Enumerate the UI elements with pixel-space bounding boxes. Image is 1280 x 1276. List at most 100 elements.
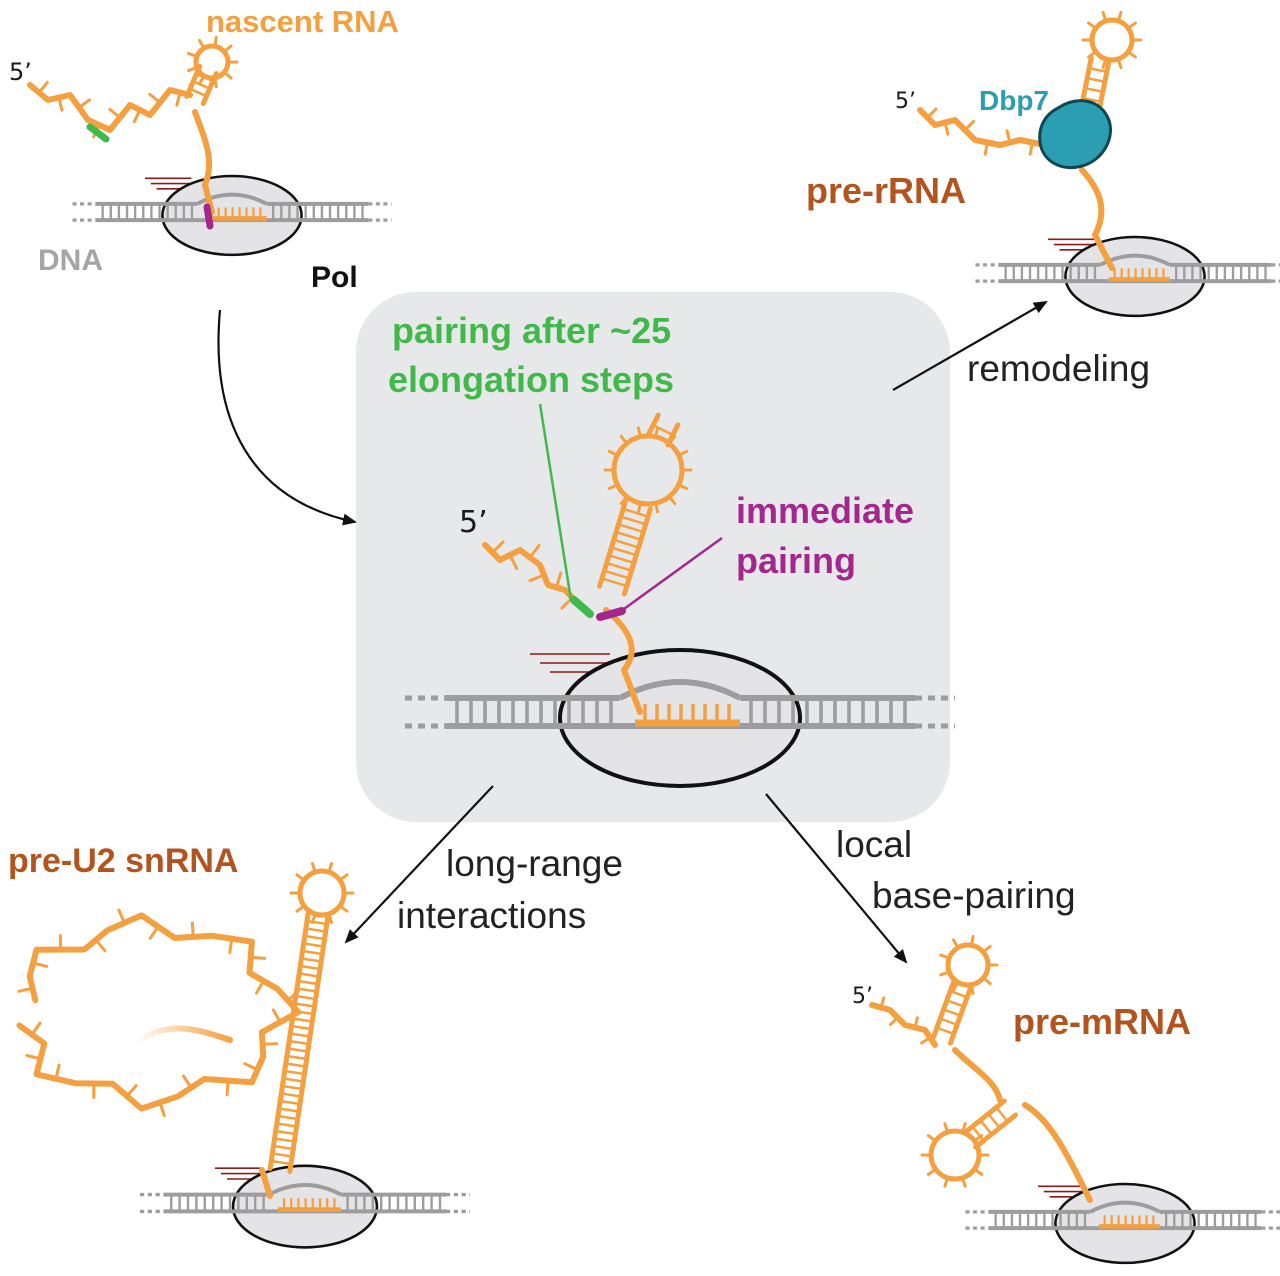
loop-tick [187,65,199,73]
rna-base-tick [190,921,195,939]
loop-tick [636,426,642,439]
stem-rung [995,1106,1009,1123]
loop-tick [654,426,660,439]
rna-base-tick [888,1016,899,1027]
remodeling-label: remodeling [967,348,1151,389]
stem-rail [961,1098,1007,1136]
rna-base-tick [30,1021,42,1036]
pre-rrna-label: pre-rRNA [806,170,967,211]
pairing-after-callout-line [538,403,573,601]
transcription-complex-top-right [975,235,1280,318]
rna-base-tick [943,121,950,136]
stem-rung [292,1017,313,1023]
stem-rung [1084,87,1104,93]
transcription-complex-center [405,648,955,788]
local-label-line2: base-pairing [872,875,1076,916]
loop-tick [981,944,992,954]
stem-rung [620,515,647,526]
loop-tick [939,970,951,977]
stem-rung [949,989,968,999]
five-prime-pre-rrna: 5’ [895,89,916,114]
loop-tick [1087,21,1098,30]
rna-base-tick [148,925,160,940]
loop-tick [213,76,218,89]
stem-rung [939,1017,958,1026]
rna-backbone [952,1047,1003,1103]
rna-base-tick [491,540,505,554]
loop-tick [338,904,349,913]
rna-base-tick [926,107,938,119]
loop-tick [222,70,233,80]
rna-base-tick [528,573,546,583]
loop-tick [1126,50,1137,59]
arrow-to-center [217,309,357,526]
loop-tick [1116,10,1123,23]
long-range-label-line1: long-range [446,843,623,884]
loop-tick [1101,10,1108,23]
hairpin-loop [1089,17,1135,63]
loop-tick [295,873,306,882]
rna-base-tick [1028,141,1034,156]
rna-backbone [1079,167,1115,271]
long-range-label-line2: interactions [397,895,587,936]
rna-base-tick [25,1053,42,1061]
stem-rail [973,1112,1019,1150]
rna-backbone [917,107,1048,148]
immediate-pairing-label-line1: immediate [736,490,915,531]
stem-rung [295,994,316,1001]
loop-tick [213,35,218,48]
stem-rung [284,1069,305,1076]
stem-rung [971,1125,985,1142]
stem-rung [275,1129,296,1136]
rna-base-tick [254,979,265,995]
stem-rung [1082,97,1102,103]
stem-rung [272,1152,293,1158]
stem-rung [603,569,630,580]
stem-rung [278,1107,300,1113]
dna-bubble [268,1183,342,1197]
dna-bubble [1089,1200,1161,1214]
rna-base-tick [57,96,64,112]
loop-tick [198,74,206,86]
pol-label: Pol [311,261,358,294]
loop-tick [972,1167,984,1176]
rna-base-tick [508,553,519,570]
stem-rung [296,987,317,993]
rna-base-tick [963,120,975,132]
rna-fading-segment [137,1025,233,1043]
loop-tick [969,983,975,996]
stem-rung [277,1114,298,1121]
rna-base-tick [1005,129,1012,144]
rna-base-tick [17,986,34,993]
stem-rung [611,546,637,557]
stem-rung [1086,77,1106,83]
loop-tick [981,976,992,986]
loop-tick [960,1122,967,1134]
loop-tick [187,51,199,59]
rna-backbone [1022,1102,1093,1203]
loop-tick [667,495,677,506]
stem-rung [274,1137,295,1143]
stem-rung [606,561,632,572]
stem-rung [301,957,322,963]
loop-tick [960,1176,967,1188]
arrow-long-range [344,785,494,944]
pairing-after-mark [570,596,594,618]
loop-tick [926,1167,938,1176]
dbp7-label: Dbp7 [979,85,1049,116]
stem-rung [281,1092,302,1098]
stem-rung [271,1159,292,1166]
five-prime-pre-mrna: 5’ [852,984,873,1009]
rna-base-tick [54,1063,61,1081]
loop-tick [338,873,349,882]
rna-base-tick [243,1062,260,1071]
pre-mrna-label: pre-mRNA [1013,1001,1192,1042]
loop-tick [1126,21,1137,30]
stem-rung [283,1077,304,1083]
loop-tick [943,1176,950,1188]
stem-rung [936,1026,955,1036]
immediate-mark [203,203,214,230]
stem-rung [943,1008,961,1017]
stem-rung [615,530,642,541]
